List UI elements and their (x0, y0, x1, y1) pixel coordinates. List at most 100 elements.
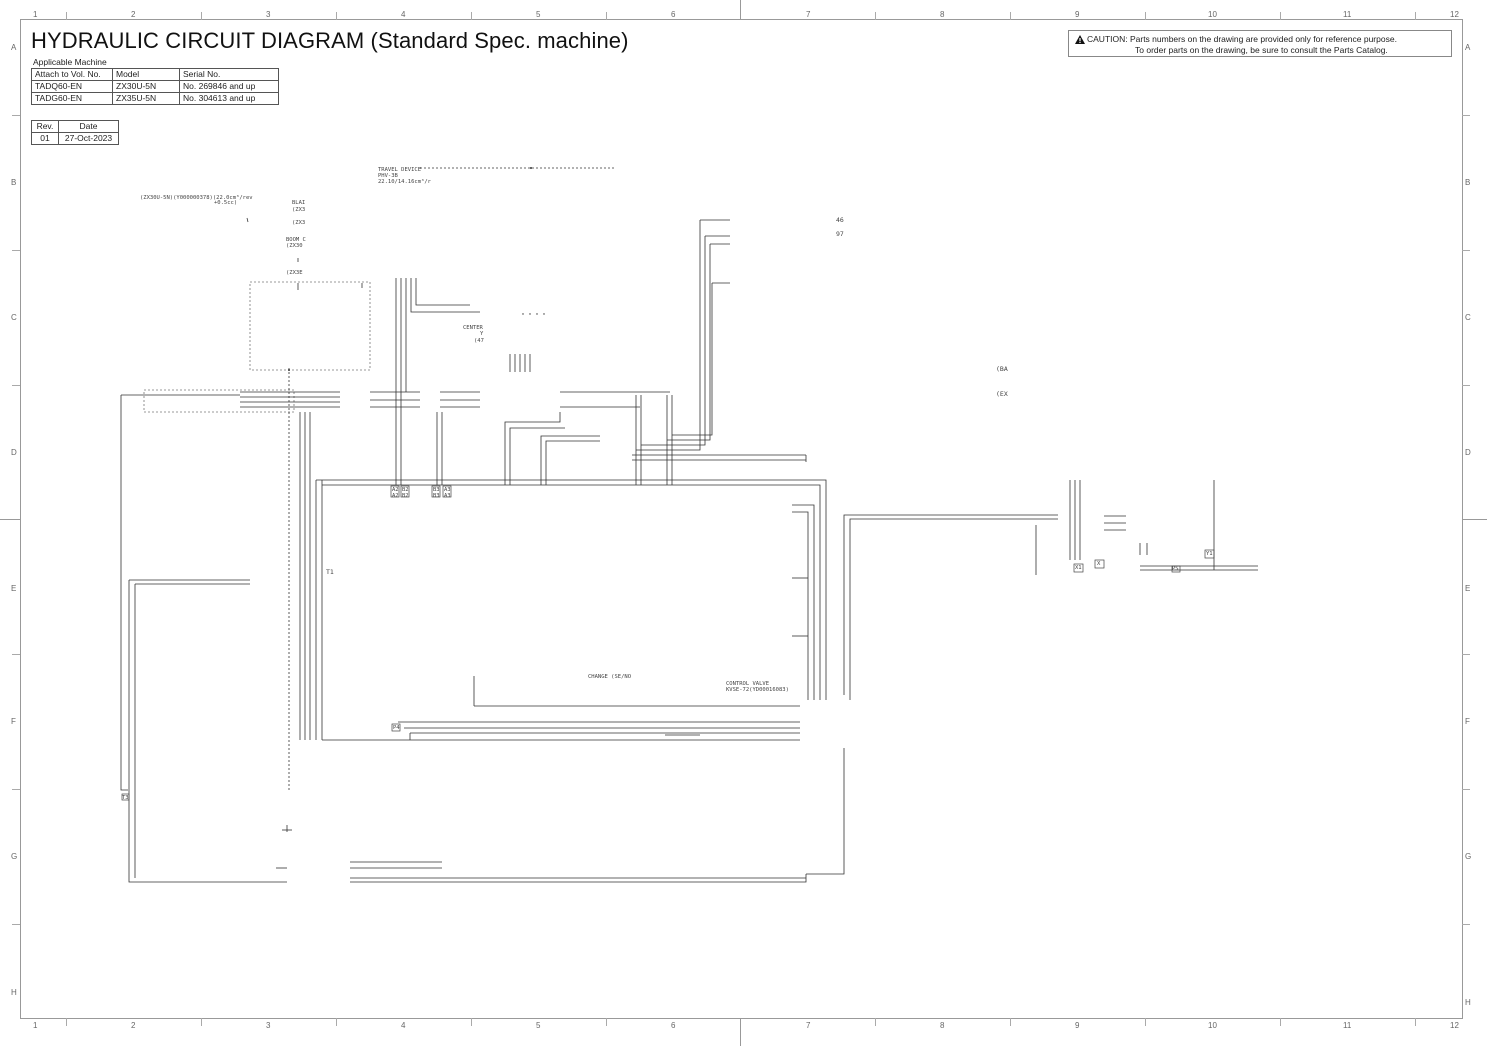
boom-label: BOOM C (286, 237, 306, 243)
ruler-col-8-bottom: 8 (940, 1021, 945, 1030)
ruler-col-2-bottom: 2 (131, 1021, 136, 1030)
t1-label: T1 (326, 568, 334, 576)
travel-device-capacity: 22.10/14.16cm³/r (378, 179, 431, 185)
ruler-col-12-bottom: 12 (1450, 1021, 1459, 1030)
pump-code-sub-label: +0.5cc) (214, 200, 238, 206)
header-attach-vol: Attach to Vol. No. (31, 68, 113, 81)
ruler-col-5-bottom: 5 (536, 1021, 541, 1030)
center-label: CENTER (463, 325, 483, 331)
port-p4-label: P4 (393, 725, 400, 731)
table-header-row: Rev. Date (31, 120, 119, 133)
ruler-col-10: 10 (1208, 10, 1217, 19)
ruler-row-b-right: B (1465, 178, 1471, 187)
ruler-row-e-right: E (1465, 584, 1471, 593)
port-t3-label: T3 (122, 795, 129, 801)
port-b3-label: B3 (433, 487, 440, 493)
ruler-row-d: D (11, 448, 17, 457)
caution-note: CAUTION: Parts numbers on the drawing ar… (1068, 30, 1452, 57)
ruler-col-11: 11 (1343, 10, 1352, 19)
port-x-label: X (1097, 561, 1101, 567)
table-row: 01 27-Oct-2023 (31, 132, 119, 145)
control-valve-label: CONTROL VALVE KVSE-72(YD00016083) (726, 681, 789, 693)
ruler-row-h-right: H (1465, 998, 1471, 1007)
ruler-row-d-right: D (1465, 448, 1471, 457)
ruler-col-3: 3 (266, 10, 271, 19)
ruler-col-11-bottom: 11 (1343, 1021, 1352, 1030)
port-a3-label: A3 (444, 487, 451, 493)
ruler-col-7-bottom: 7 (806, 1021, 811, 1030)
ruler-col-6: 6 (671, 10, 676, 19)
header-serial: Serial No. (179, 68, 279, 81)
ruler-col-1: 1 (33, 10, 38, 19)
header-model: Model (112, 68, 180, 81)
ruler-row-c-right: C (1465, 313, 1471, 322)
port-a2-label: A2 (392, 487, 399, 493)
blade-model-label-2: (ZX3 (292, 220, 306, 226)
port-x1-label: X1 (1075, 565, 1082, 571)
ruler-col-12: 12 (1450, 10, 1459, 19)
port-b2-label: B2 (402, 487, 409, 493)
cell-model: ZX35U-5N (112, 92, 180, 105)
applicable-machine-label: Applicable Machine (33, 57, 107, 67)
port-a2-label-lower: A2 (392, 493, 399, 499)
ruler-col-2: 2 (131, 10, 136, 19)
caution-line-2: To order parts on the drawing, be sure t… (1135, 45, 1388, 55)
ba-label: (BA (996, 365, 1008, 373)
cell-rev: 01 (31, 132, 59, 145)
caution-line-1: CAUTION: Parts numbers on the drawing ar… (1087, 34, 1397, 44)
ruler-col-7: 7 (806, 10, 811, 19)
cell-serial: No. 269846 and up (179, 80, 279, 93)
port-97-label: 97 (836, 230, 844, 238)
port-ps-label: PS (1172, 566, 1179, 572)
ruler-col-6-bottom: 6 (671, 1021, 676, 1030)
center-y-label: Y (480, 331, 484, 337)
cell-vol: TADQ60-EN (31, 80, 113, 93)
ruler-row-c: C (11, 313, 17, 322)
port-a3-label-lower: A3 (444, 493, 451, 499)
port-46-label: 46 (836, 216, 844, 224)
center-num-label: (47 (474, 338, 484, 344)
blade-model-label: (ZX3 (292, 207, 306, 213)
page-title: HYDRAULIC CIRCUIT DIAGRAM (Standard Spec… (31, 28, 629, 53)
control-valve-model: KVSE-72(YD00016083) (726, 687, 789, 693)
applicable-machine-table: Attach to Vol. No. Model Serial No. TADQ… (31, 68, 279, 105)
travel-device-name: TRAVEL DEVICE (378, 167, 422, 173)
warning-icon (1075, 35, 1085, 44)
ruler-row-h: H (11, 988, 17, 997)
revision-table: Rev. Date 01 27-Oct-2023 (31, 120, 119, 145)
boom-model-label: (ZX30 (286, 243, 303, 249)
ruler-col-4-bottom: 4 (401, 1021, 406, 1030)
ruler-row-g-right: G (1465, 852, 1472, 861)
table-row: TADG60-EN ZX35U-5N No. 304613 and up (31, 92, 279, 105)
ex-label: (EX (996, 390, 1008, 398)
ruler-col-10-bottom: 10 (1208, 1021, 1217, 1030)
table-header-row: Attach to Vol. No. Model Serial No. (31, 68, 279, 81)
boom-model-label-2: (ZX3E (286, 270, 303, 276)
ruler-col-3-bottom: 3 (266, 1021, 271, 1030)
ruler-row-g: G (11, 852, 18, 861)
ruler-col-9: 9 (1075, 10, 1080, 19)
ruler-row-a: A (11, 43, 17, 52)
ruler-col-9-bottom: 9 (1075, 1021, 1080, 1030)
cell-date: 27-Oct-2023 (58, 132, 119, 145)
port-b2-label-lower: B2 (402, 493, 409, 499)
pump-code-label: (ZX30U-5N)(Y000000378)(22.0cm³/rev (140, 195, 253, 201)
ruler-row-f: F (11, 717, 16, 726)
ruler-row-b: B (11, 178, 17, 187)
port-y1-label: Y1 (1206, 551, 1213, 557)
ruler-row-a-right: A (1465, 43, 1471, 52)
ruler-col-4: 4 (401, 10, 406, 19)
cell-model: ZX30U-5N (112, 80, 180, 93)
ruler-col-5: 5 (536, 10, 541, 19)
ruler-row-e: E (11, 584, 17, 593)
cell-vol: TADG60-EN (31, 92, 113, 105)
blade-label: BLAI (292, 200, 306, 206)
ruler-col-8: 8 (940, 10, 945, 19)
port-b3-label-lower: B3 (433, 493, 440, 499)
change-label: CHANGE (SE/NO (588, 674, 632, 680)
header-rev: Rev. (31, 120, 59, 133)
travel-device-model: PHV-3B (378, 173, 398, 179)
ruler-col-1-bottom: 1 (33, 1021, 38, 1030)
cell-serial: No. 304613 and up (179, 92, 279, 105)
